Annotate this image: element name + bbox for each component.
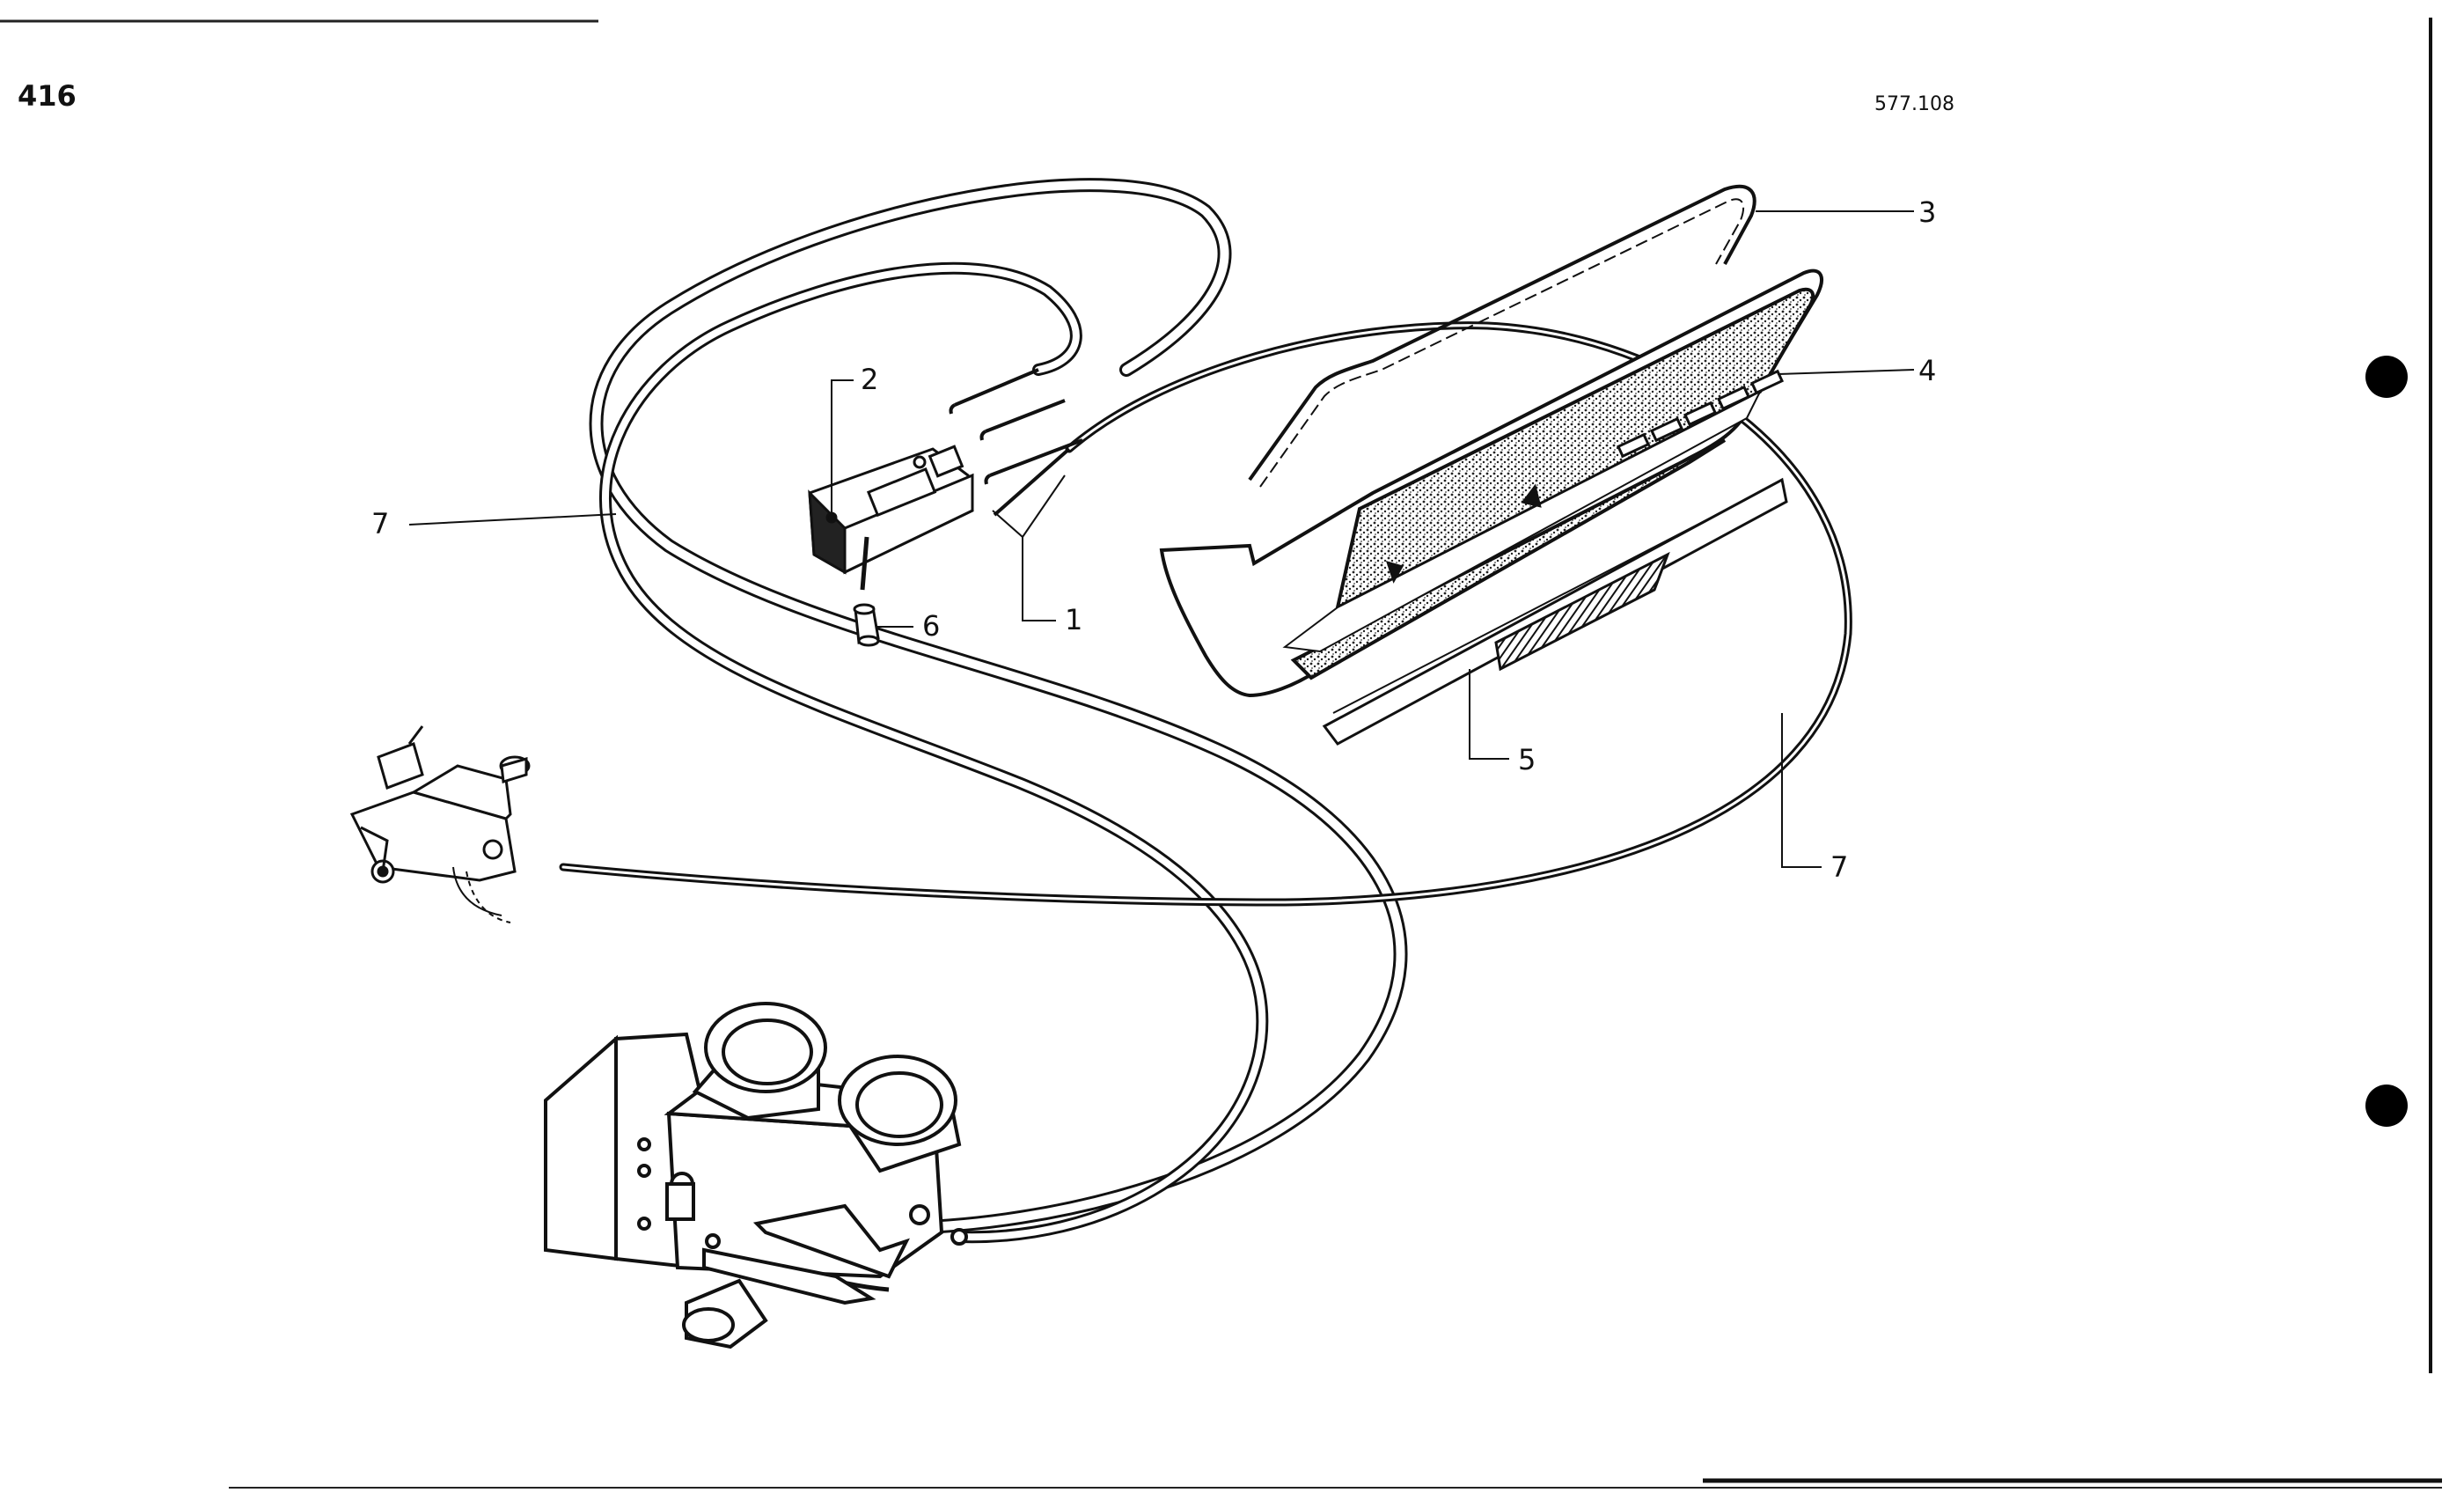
callout-7-right: 7	[1830, 850, 1849, 884]
lower-trim	[1322, 477, 1788, 746]
callout-5: 5	[1518, 743, 1536, 776]
control-bracket	[808, 445, 974, 591]
heater-box	[544, 1002, 968, 1349]
binder-hole-top	[2365, 356, 2408, 398]
callout-7-left: 7	[371, 507, 390, 540]
page-number: 416	[18, 79, 77, 113]
heater-valve	[349, 725, 531, 923]
callout-2: 2	[861, 363, 879, 396]
drawing-reference: 577.108	[1874, 93, 1954, 115]
binder-hole-bottom	[2365, 1085, 2408, 1127]
callout-6: 6	[922, 609, 941, 643]
callout-1: 1	[1065, 603, 1083, 636]
control-knob	[853, 603, 880, 647]
cable-7-large-loop	[589, 178, 1408, 1235]
callout-3: 3	[1918, 195, 1937, 229]
arrow-down-marker	[1385, 561, 1404, 584]
callout-4: 4	[1918, 354, 1937, 387]
cable-ends-1	[949, 368, 1083, 517]
arrow-up-marker	[1521, 483, 1542, 508]
leader-lines	[408, 210, 1915, 868]
control-panel	[1159, 268, 1823, 698]
trim-frame	[1248, 184, 1756, 488]
cable-7-long-loop	[559, 321, 1852, 907]
cable-7-inner-loop	[598, 261, 1269, 1244]
panel-buttons	[1616, 369, 1785, 459]
